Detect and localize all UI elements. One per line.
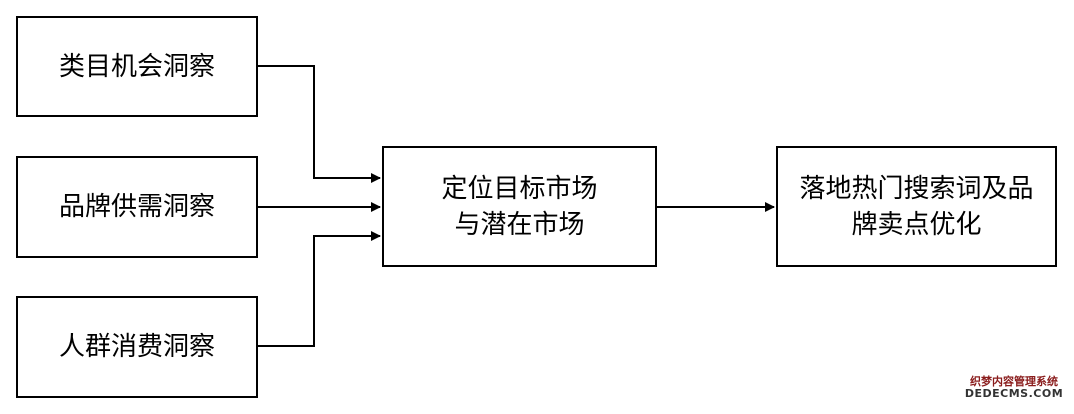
node-label: 品牌供需洞察 — [58, 192, 215, 222]
node-brand-supply-demand: 品牌供需洞察 — [16, 156, 258, 258]
node-label-line1: 落地热门搜索词及品 — [799, 173, 1034, 204]
edge-category-to-target — [258, 65, 381, 183]
watermark-line2: DEDECMS.COM — [964, 387, 1064, 401]
node-label: 人群消费洞察 — [58, 332, 215, 362]
node-search-terms-optimization: 落地热门搜索词及品 牌卖点优化 — [776, 146, 1057, 267]
node-crowd-consumption: 人群消费洞察 — [16, 296, 258, 398]
edge-crowd-to-target — [258, 231, 381, 347]
node-target-market: 定位目标市场 与潜在市场 — [382, 146, 657, 267]
node-label-line1: 定位目标市场 — [441, 173, 598, 204]
watermark: 织梦内容管理系统 DEDECMS.COM — [960, 375, 1068, 401]
watermark-line1: 织梦内容管理系统 — [970, 375, 1058, 388]
node-category-opportunity: 类目机会洞察 — [16, 16, 258, 117]
node-label: 类目机会洞察 — [58, 51, 215, 82]
node-label-line2: 牌卖点优化 — [851, 209, 982, 240]
node-label-line2: 与潜在市场 — [454, 209, 585, 240]
